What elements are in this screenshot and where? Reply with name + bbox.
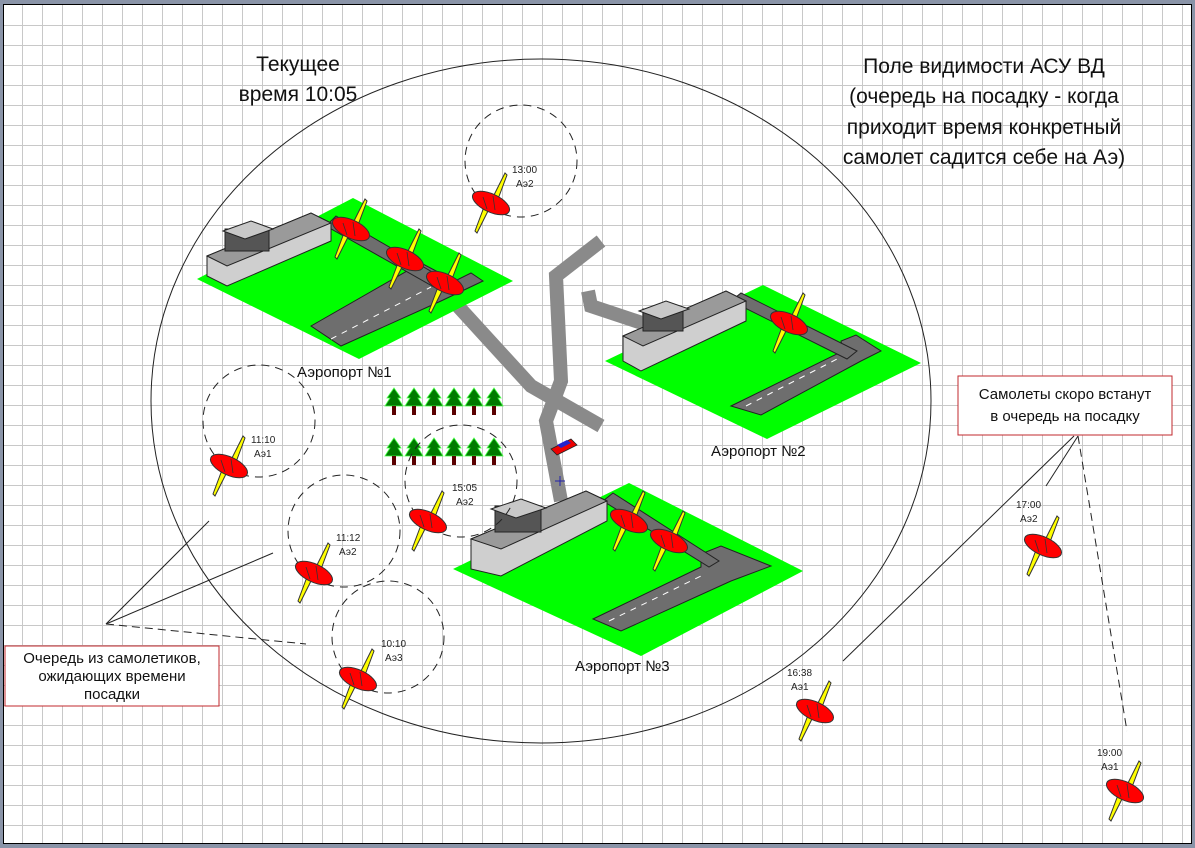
svg-text:в очередь на посадку: в очередь на посадку bbox=[990, 408, 1140, 425]
current-time-title: Текущее время 10:05 bbox=[239, 53, 358, 106]
airport-2 bbox=[605, 285, 921, 439]
svg-text:(очередь на посадку - когда: (очередь на посадку - когда bbox=[849, 85, 1119, 108]
svg-text:15:05: 15:05 bbox=[452, 483, 477, 494]
svg-text:Аэ2: Аэ2 bbox=[456, 497, 474, 508]
svg-text:самолет садится себе на Аэ): самолет садится себе на Аэ) bbox=[843, 146, 1125, 169]
airport-1 bbox=[197, 198, 513, 359]
svg-text:Аэ2: Аэ2 bbox=[339, 547, 357, 558]
cursor-crosshair-icon bbox=[555, 476, 565, 486]
incoming-callout-box: Самолеты скоро встанут в очередь на поса… bbox=[957, 375, 1173, 436]
svg-text:Аэ2: Аэ2 bbox=[1020, 514, 1038, 525]
svg-text:11:12: 11:12 bbox=[336, 533, 361, 544]
svg-text:ожидающих времени: ожидающих времени bbox=[38, 668, 185, 685]
svg-text:Аэ1: Аэ1 bbox=[1101, 762, 1119, 773]
road-network bbox=[450, 235, 654, 503]
airport-2-label: Аэропорт №2 bbox=[711, 443, 806, 460]
queued-plane-4[interactable]: 15:05 Аэ2 bbox=[404, 424, 518, 552]
incoming-plane-1[interactable]: 17:00 Аэ2 bbox=[1016, 500, 1066, 577]
svg-text:Очередь из самолетиков,: Очередь из самолетиков, bbox=[23, 650, 201, 667]
incoming-plane-2[interactable]: 16:38 Аэ1 bbox=[787, 668, 838, 742]
svg-text:11:10: 11:10 bbox=[251, 435, 276, 446]
svg-text:19:00: 19:00 bbox=[1097, 748, 1122, 759]
queued-plane-5[interactable]: 10:10 Аэ3 bbox=[331, 580, 445, 710]
visibility-title: Поле видимости АСУ ВД (очередь на посадк… bbox=[843, 55, 1125, 169]
svg-text:Поле видимости АСУ ВД: Поле видимости АСУ ВД bbox=[863, 55, 1105, 78]
svg-text:16:38: 16:38 bbox=[787, 668, 812, 679]
visibility-zone bbox=[150, 58, 932, 744]
forest bbox=[384, 387, 504, 466]
incoming-callout-lines bbox=[842, 435, 1128, 732]
svg-text:17:00: 17:00 bbox=[1016, 500, 1041, 511]
airport-1-label: Аэропорт №1 bbox=[297, 364, 392, 381]
svg-text:время 10:05: время 10:05 bbox=[239, 83, 358, 106]
svg-text:Самолеты скоро встанут: Самолеты скоро встанут bbox=[979, 386, 1152, 403]
queue-callout-lines bbox=[105, 520, 307, 645]
svg-text:Аэ2: Аэ2 bbox=[516, 179, 534, 190]
svg-text:посадки: посадки bbox=[84, 686, 140, 703]
queued-plane-1[interactable]: 13:00 Аэ2 bbox=[464, 104, 578, 234]
svg-text:10:10: 10:10 bbox=[381, 639, 406, 650]
car-icon bbox=[550, 438, 578, 456]
incoming-plane-3[interactable]: 19:00 Аэ1 bbox=[1097, 748, 1148, 822]
airport-3-label: Аэропорт №3 bbox=[575, 658, 670, 675]
diagram-svg: Аэропорт №1 Аэропорт №2 Аэропорт №3 bbox=[4, 53, 1173, 822]
svg-text:Аэ1: Аэ1 bbox=[254, 449, 272, 460]
svg-text:приходит время конкретный: приходит время конкретный bbox=[847, 116, 1121, 139]
queued-plane-3[interactable]: 11:12 Аэ2 bbox=[287, 474, 401, 604]
queue-callout-box: Очередь из самолетиков, ожидающих времен… bbox=[4, 645, 220, 707]
svg-text:Аэ1: Аэ1 bbox=[791, 682, 809, 693]
airport-3 bbox=[453, 483, 803, 656]
svg-text:Текущее: Текущее bbox=[256, 53, 340, 76]
svg-text:13:00: 13:00 bbox=[512, 165, 537, 176]
diagram-canvas: Аэропорт №1 Аэропорт №2 Аэропорт №3 bbox=[3, 4, 1192, 844]
queued-plane-2[interactable]: 11:10 Аэ1 bbox=[202, 364, 316, 497]
svg-text:Аэ3: Аэ3 bbox=[385, 653, 403, 664]
